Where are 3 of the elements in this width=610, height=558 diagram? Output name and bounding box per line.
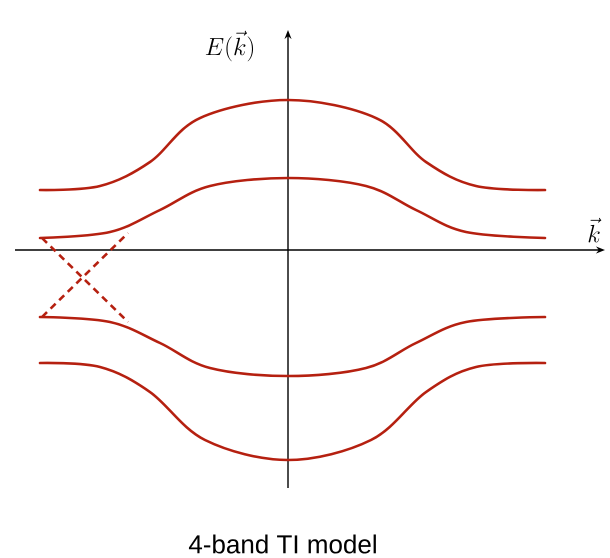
caption: 4-band TI model xyxy=(188,534,376,554)
axis-label: $\vec{k}$ xyxy=(588,218,602,242)
axis-label: $E(\vec{k})$ xyxy=(206,30,254,62)
